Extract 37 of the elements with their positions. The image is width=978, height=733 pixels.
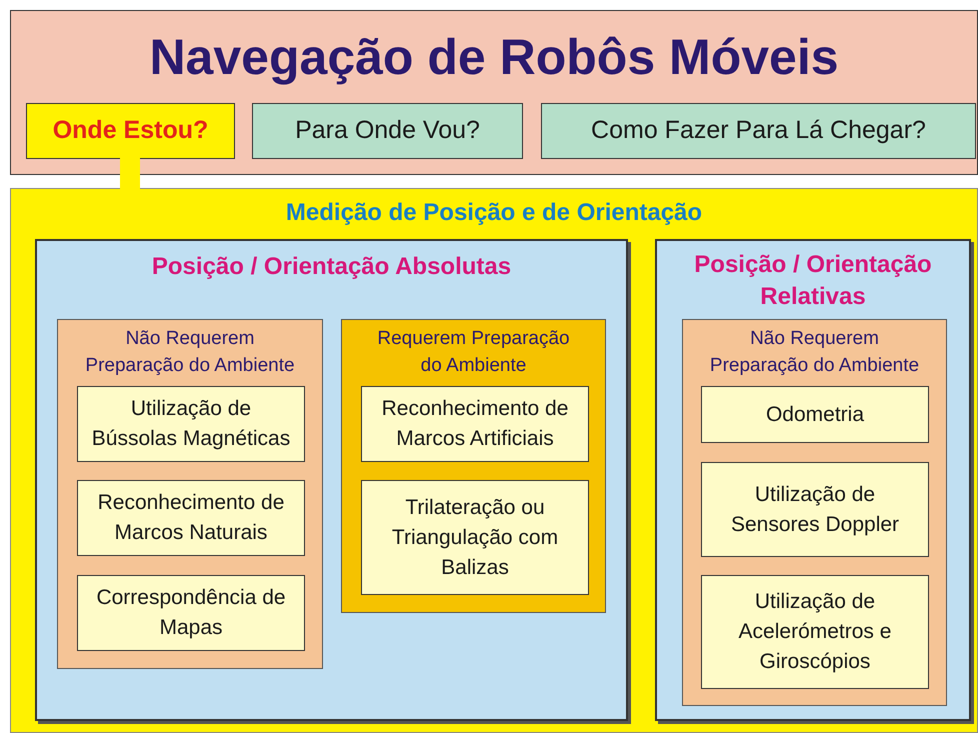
panel-heading: Posição / Orientação Relativas [693,250,933,312]
panel-heading: Posição / Orientação Absolutas [150,252,512,282]
method-text: Utilização de Sensores Doppler [730,482,900,538]
box-heading: Navegação de Robôs Móveis [148,28,840,87]
question-box [26,103,235,159]
question-text: Como Fazer Para Lá Chegar? [591,115,926,146]
method-box [361,480,589,595]
group-box [341,319,606,613]
method-box [77,575,305,651]
connector-strip [120,158,140,189]
group-heading: Requerem Preparação do Ambiente [376,327,571,378]
group-box [57,319,323,669]
method-box [701,462,929,557]
question-box [252,103,523,159]
method-box [361,386,589,462]
method-text: Reconhecimento de Marcos Naturais [96,490,286,546]
method-text: Trilateração ou Triangulação com Balizas [390,494,560,580]
method-text: Reconhecimento de Marcos Artificiais [380,396,570,452]
method-text: Odometria [764,402,866,428]
group-heading: Não Requerem Preparação do Ambiente [84,327,296,378]
method-box [77,386,305,462]
method-text: Correspondência de Mapas [95,585,287,641]
method-box [701,575,929,689]
method-text: Utilização de Bússolas Magnéticas [90,396,292,452]
method-box [701,386,929,443]
group-heading: Não Requerem Preparação do Ambiente [708,327,920,378]
question-text: Onde Estou? [52,115,208,146]
group-box [682,319,947,706]
panel-heading: Medição de Posição e de Orientação [284,198,704,228]
main-panel [10,188,978,733]
category-panel [35,239,628,721]
method-box [77,480,305,556]
header-band [10,10,978,175]
question-box [541,103,976,159]
method-text: Utilização de Acelerómetros e Giroscópios [738,589,892,675]
category-panel [655,239,971,721]
question-text: Para Onde Vou? [295,115,480,146]
